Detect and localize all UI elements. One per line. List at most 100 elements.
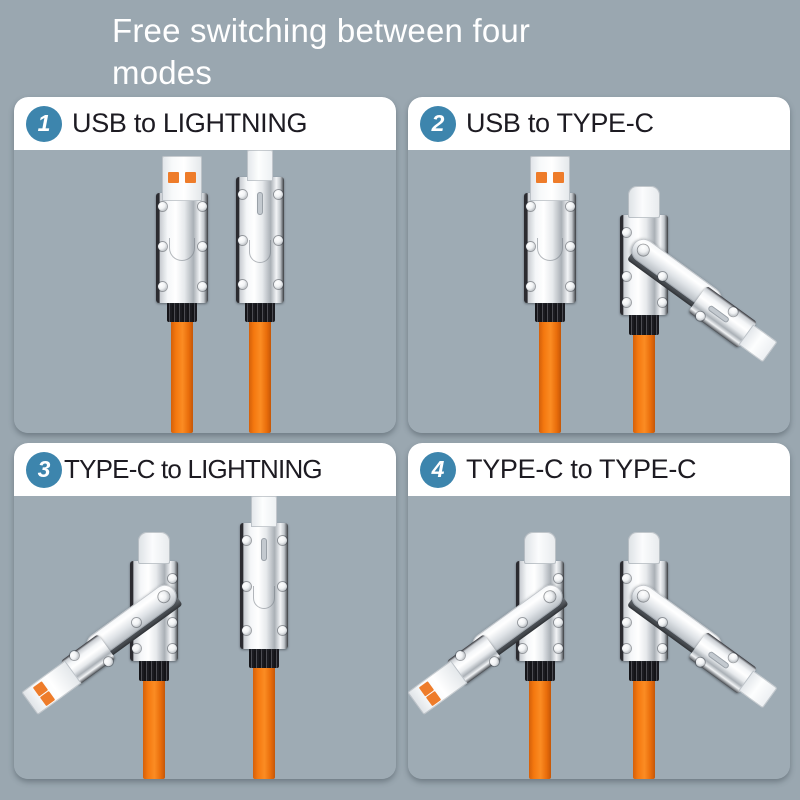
housing-rivet (566, 282, 575, 291)
strain-relief-collar (535, 300, 565, 322)
housing-rivet (622, 618, 631, 627)
badge-number-1: 1 (26, 105, 62, 142)
orange-cable (171, 317, 193, 433)
housing-rivet (274, 190, 283, 199)
housing-rivet (622, 272, 631, 281)
housing-rivet (198, 242, 207, 251)
housing-rivet (158, 282, 167, 291)
housing-rivet (198, 282, 207, 291)
housing-rivet (526, 202, 535, 211)
usb-a-connector (510, 150, 590, 433)
housing-rivet (622, 644, 631, 653)
mode-card-1[interactable]: 1 USB to LIGHTNING (14, 97, 396, 433)
housing-rivet (242, 536, 251, 545)
card-header-3: 3 TYPE-C to LIGHTNING (14, 443, 396, 496)
housing-seam (249, 240, 271, 263)
badge-number-3: 3 (26, 451, 62, 488)
strain-relief-collar (167, 300, 197, 322)
housing-rivet (518, 618, 527, 627)
card-illustration-2 (408, 150, 790, 433)
housing-rivet (526, 282, 535, 291)
card-title-2: USB to TYPE-C (466, 108, 654, 138)
usb-a-tip (162, 156, 202, 201)
lightning-tip (251, 496, 277, 527)
card-illustration-3 (14, 496, 396, 779)
housing-seam (253, 586, 275, 609)
strain-relief-collar (629, 313, 659, 335)
housing-rivet (554, 618, 563, 627)
orange-cable (539, 317, 561, 433)
orange-cable (633, 330, 655, 433)
type-c-tip (628, 186, 660, 218)
lightning-tip (247, 150, 273, 181)
housing-seam (537, 238, 563, 261)
housing-rivet (566, 202, 575, 211)
housing-rivet (622, 574, 631, 583)
housing-rivet (238, 190, 247, 199)
housing-rivet (518, 644, 527, 653)
lightning-connector (224, 496, 304, 779)
housing-rivet (242, 582, 251, 591)
type-c-tip (138, 532, 170, 564)
strain-relief-collar (629, 659, 659, 681)
badge-number-4: 4 (420, 451, 456, 488)
usb-contact-pad (168, 172, 179, 183)
housing-rivet (238, 280, 247, 289)
usb-a-connector (142, 150, 222, 433)
lightning-connector (220, 150, 300, 433)
type-c-tip (628, 532, 660, 564)
card-title-3: TYPE-C to LIGHTNING (64, 454, 323, 484)
card-title-1: USB to LIGHTNING (72, 108, 308, 138)
housing-rivet (658, 644, 667, 653)
housing-seam (169, 238, 195, 261)
housing-rivet (274, 280, 283, 289)
housing-rivet (198, 202, 207, 211)
badge-number-2: 2 (420, 105, 456, 142)
housing-rivet (238, 236, 247, 245)
type-c-tip (524, 532, 556, 564)
housing-rivet (132, 618, 141, 627)
housing-rivet (158, 202, 167, 211)
housing-rivet (658, 272, 667, 281)
housing-rivet (278, 626, 287, 635)
card-title-4: TYPE-C to TYPE-C (466, 454, 697, 484)
housing-rivet (554, 644, 563, 653)
usb-contact-pad (185, 172, 196, 183)
usb-a-tip (530, 156, 570, 201)
housing-rivet (526, 242, 535, 251)
housing-rivet (168, 574, 177, 583)
type-c-connector-with-usb-arm (14, 496, 214, 779)
housing-rivet (158, 242, 167, 251)
housing-rivet (242, 626, 251, 635)
orange-cable (249, 317, 271, 433)
housing-rivet (168, 618, 177, 627)
housing-slot (257, 192, 263, 215)
housing-rivet (132, 644, 141, 653)
strain-relief-collar (525, 659, 555, 681)
housing-rivet (622, 228, 631, 237)
orange-cable (253, 663, 275, 779)
housing-rivet (658, 618, 667, 627)
usb-contact-pad (553, 172, 564, 183)
housing-rivet (566, 242, 575, 251)
housing-rivet (622, 298, 631, 307)
orange-cable (529, 676, 551, 779)
usb-contact-pad (536, 172, 547, 183)
card-header-1: 1 USB to LIGHTNING (14, 97, 396, 150)
card-illustration-4 (408, 496, 790, 779)
card-header-4: 4 TYPE-C to TYPE-C (408, 443, 790, 496)
mode-card-2[interactable]: 2 USB to TYPE-C (408, 97, 790, 433)
page-title: Free switching between four modes (112, 12, 531, 91)
housing-rivet (278, 582, 287, 591)
type-c-connector-with-usb-arm (408, 496, 600, 779)
mode-card-3[interactable]: 3 TYPE-C to LIGHTNING (14, 443, 396, 779)
housing-rivet (658, 298, 667, 307)
orange-cable (143, 676, 165, 779)
housing-slot (261, 538, 267, 561)
housing-rivet (554, 574, 563, 583)
strain-relief-collar (245, 300, 275, 322)
type-c-connector-with-arm (604, 150, 784, 433)
mode-card-4[interactable]: 4 TYPE-C to TYPE-C (408, 443, 790, 779)
housing-rivet (168, 644, 177, 653)
